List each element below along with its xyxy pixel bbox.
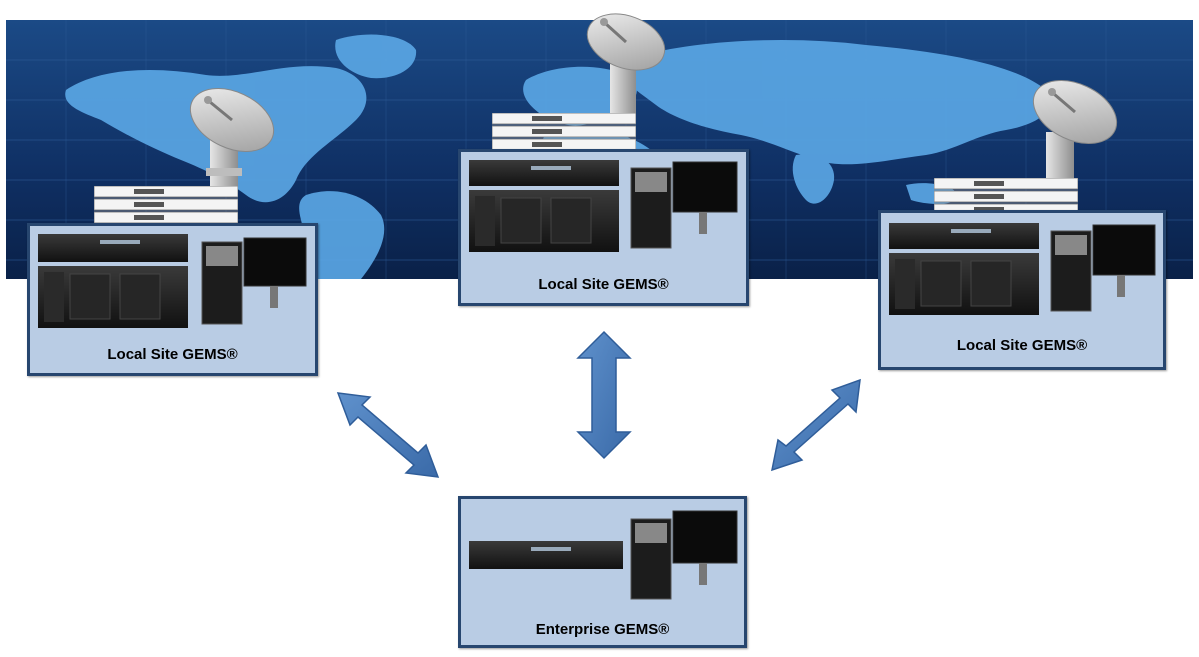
local-site-label-center: Local Site GEMS® xyxy=(538,276,669,293)
workstation-icon xyxy=(201,237,307,325)
workstation-icon xyxy=(1050,224,1156,312)
server-icon xyxy=(889,223,1039,315)
enterprise-box: Enterprise GEMS® xyxy=(458,496,747,648)
server-icon xyxy=(469,160,619,252)
double-arrow-icon xyxy=(330,385,450,485)
local-site-box-center: Local Site GEMS® xyxy=(458,149,749,306)
double-arrow-icon xyxy=(768,376,868,476)
double-arrow-icon xyxy=(574,328,634,462)
local-site-label-right: Local Site GEMS® xyxy=(956,337,1088,354)
workstation-icon xyxy=(630,510,738,600)
local-site-label-left: Local Site GEMS® xyxy=(107,346,238,363)
local-site-box-right: Local Site GEMS® xyxy=(878,210,1166,370)
satellite-dish-icon xyxy=(580,6,670,116)
rack-unit-icon xyxy=(93,185,239,224)
server-icon xyxy=(469,541,623,569)
satellite-dish-icon xyxy=(1020,72,1120,182)
satellite-dish-icon xyxy=(180,80,280,190)
rack-unit-icon xyxy=(491,112,637,151)
server-icon xyxy=(38,234,188,328)
enterprise-label: Enterprise GEMS® xyxy=(535,621,670,638)
workstation-icon xyxy=(630,161,738,249)
local-site-box-left: Local Site GEMS® xyxy=(27,223,318,376)
